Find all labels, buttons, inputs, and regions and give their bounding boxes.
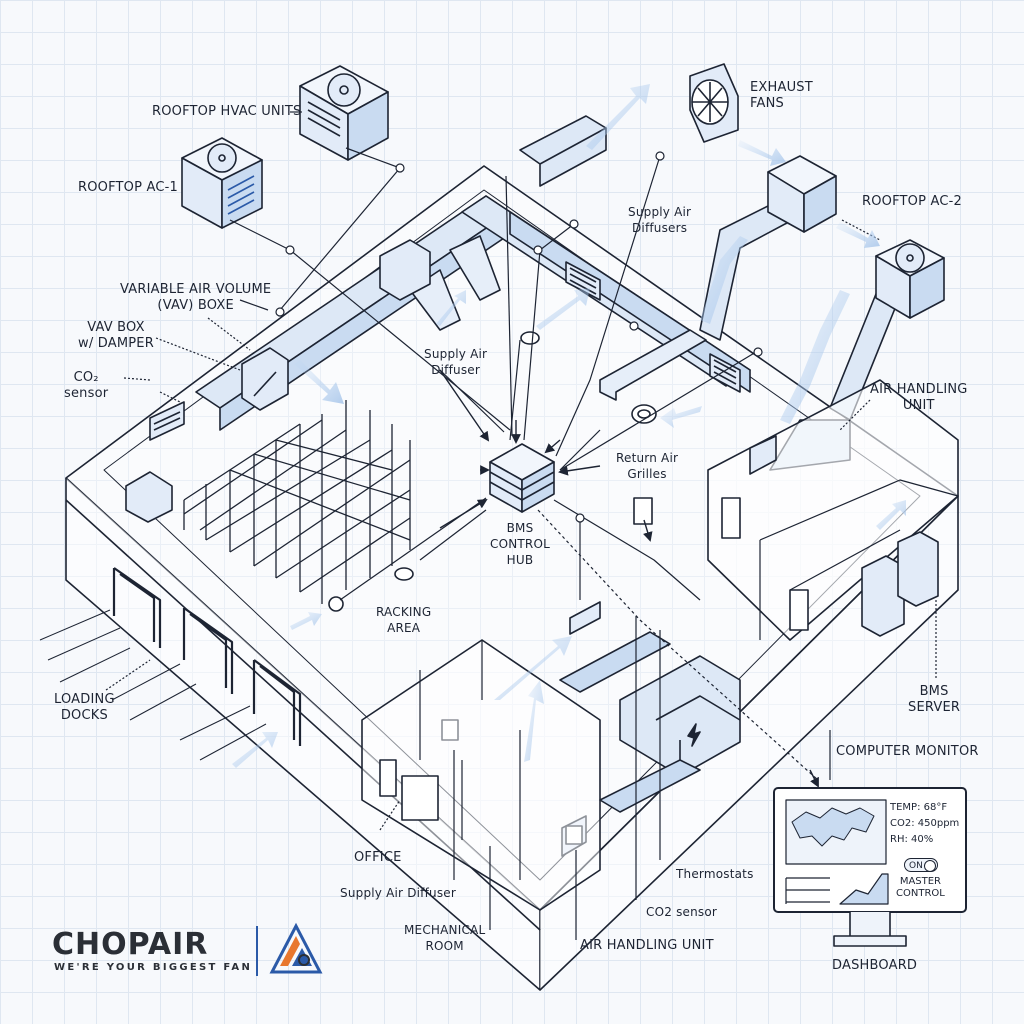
sensor-puck-3 [328, 596, 344, 612]
label-supply-air-diffuser-mid: Supply Air Diffuser [424, 347, 488, 377]
bms-server-racks [861, 531, 939, 637]
label-air-handling-unit-right: AIR HANDLING UNIT [870, 382, 968, 413]
label-supply-air-diffusers-top: Supply Air Diffusers [628, 205, 692, 235]
airflow-arrows [232, 84, 906, 768]
label-loading-docks: LOADING DOCKS [54, 692, 115, 723]
label-rooftop-ac-1: ROOFTOP AC-1 [78, 180, 178, 195]
duct-top-vertical [519, 115, 607, 187]
building-front-wall-right [539, 495, 959, 991]
label-mechanical-room: MECHANICAL ROOM [404, 923, 486, 953]
vav-box-1 [379, 239, 431, 301]
branch-duct-2 [449, 235, 501, 301]
sensor-puck-1 [520, 331, 540, 345]
monitor-co2: CO2: 450ppm [890, 818, 960, 829]
master-control-toggle[interactable]: ON [904, 858, 938, 872]
bms-control-hub-box [489, 443, 555, 513]
mechanical-ahu [559, 631, 741, 813]
office-door [379, 759, 397, 797]
loading-dock-door-2 [182, 607, 234, 694]
rooftop-ac-2-unit [767, 155, 837, 233]
loading-dock-door-3 [252, 659, 302, 746]
sensor-puck-2 [394, 567, 414, 581]
rooftop-ac-1-unit [181, 137, 263, 229]
label-air-handling-unit-bottom: AIR HANDLING UNIT [580, 938, 714, 953]
label-office: OFFICE [354, 850, 402, 865]
chopair-logo-mark [269, 922, 323, 974]
ahu-right-door [721, 497, 741, 539]
label-co2-sensor-left: CO₂ sensor [64, 370, 109, 401]
monitor-rh: RH: 40% [890, 834, 934, 845]
toggle-label: ON [909, 861, 923, 871]
toggle-knob [924, 860, 936, 872]
label-exhaust-fans: EXHAUST FANS [750, 80, 813, 111]
callout-lines [105, 111, 937, 940]
racking-area [183, 400, 411, 604]
vav-box-2 [241, 347, 289, 411]
master-control-label: MASTER CONTROL [896, 876, 945, 899]
exhaust-fan-unit [689, 63, 739, 143]
label-bms-server: BMS SERVER [908, 684, 961, 715]
label-supply-air-diffuser-bottom: Supply Air Diffuser [340, 886, 456, 900]
ahu-vent-box [749, 435, 777, 475]
return-grille-mid [569, 601, 601, 635]
label-co2-sensor-bottom: CO2 sensor [646, 905, 718, 919]
thermostat-left [125, 471, 173, 523]
label-rooftop-ac-2: ROOFTOP AC-2 [862, 194, 962, 209]
label-vav-boxes: VARIABLE AIR VOLUME (VAV) BOXE [120, 282, 272, 313]
loading-dock-door-1 [112, 567, 162, 648]
label-dashboard: DASHBOARD [832, 958, 918, 973]
label-bms-control-hub: BMS CONTROL HUB [490, 521, 550, 567]
monitor-temp: TEMP: 68°F [890, 802, 948, 813]
label-return-air-grilles: Return Air Grilles [616, 451, 679, 481]
logo-divider [256, 926, 258, 976]
label-rooftop-hvac-units: ROOFTOP HVAC UNITS [152, 104, 302, 119]
chopair-logo-text: CHOPAIR [52, 927, 209, 962]
thermostat-mid [633, 497, 653, 525]
label-thermostats: Thermostats [676, 867, 754, 881]
computer-monitor-graphic [773, 787, 967, 947]
server-door [789, 589, 809, 631]
chopair-tagline: WE'RE YOUR BIGGEST FAN [54, 962, 253, 973]
rooftop-hvac-unit-top [299, 65, 389, 161]
return-air-grille-round [631, 404, 657, 424]
label-vav-box-damper: VAV BOX w/ DAMPER [78, 320, 154, 351]
branch-duct-3 [599, 329, 707, 401]
label-racking-area: RACKING AREA [376, 605, 432, 635]
label-computer-monitor: COMPUTER MONITOR [836, 744, 979, 759]
rooftop-ac-2-fan-unit [875, 239, 945, 319]
co2-sensor-box-left [149, 401, 185, 441]
